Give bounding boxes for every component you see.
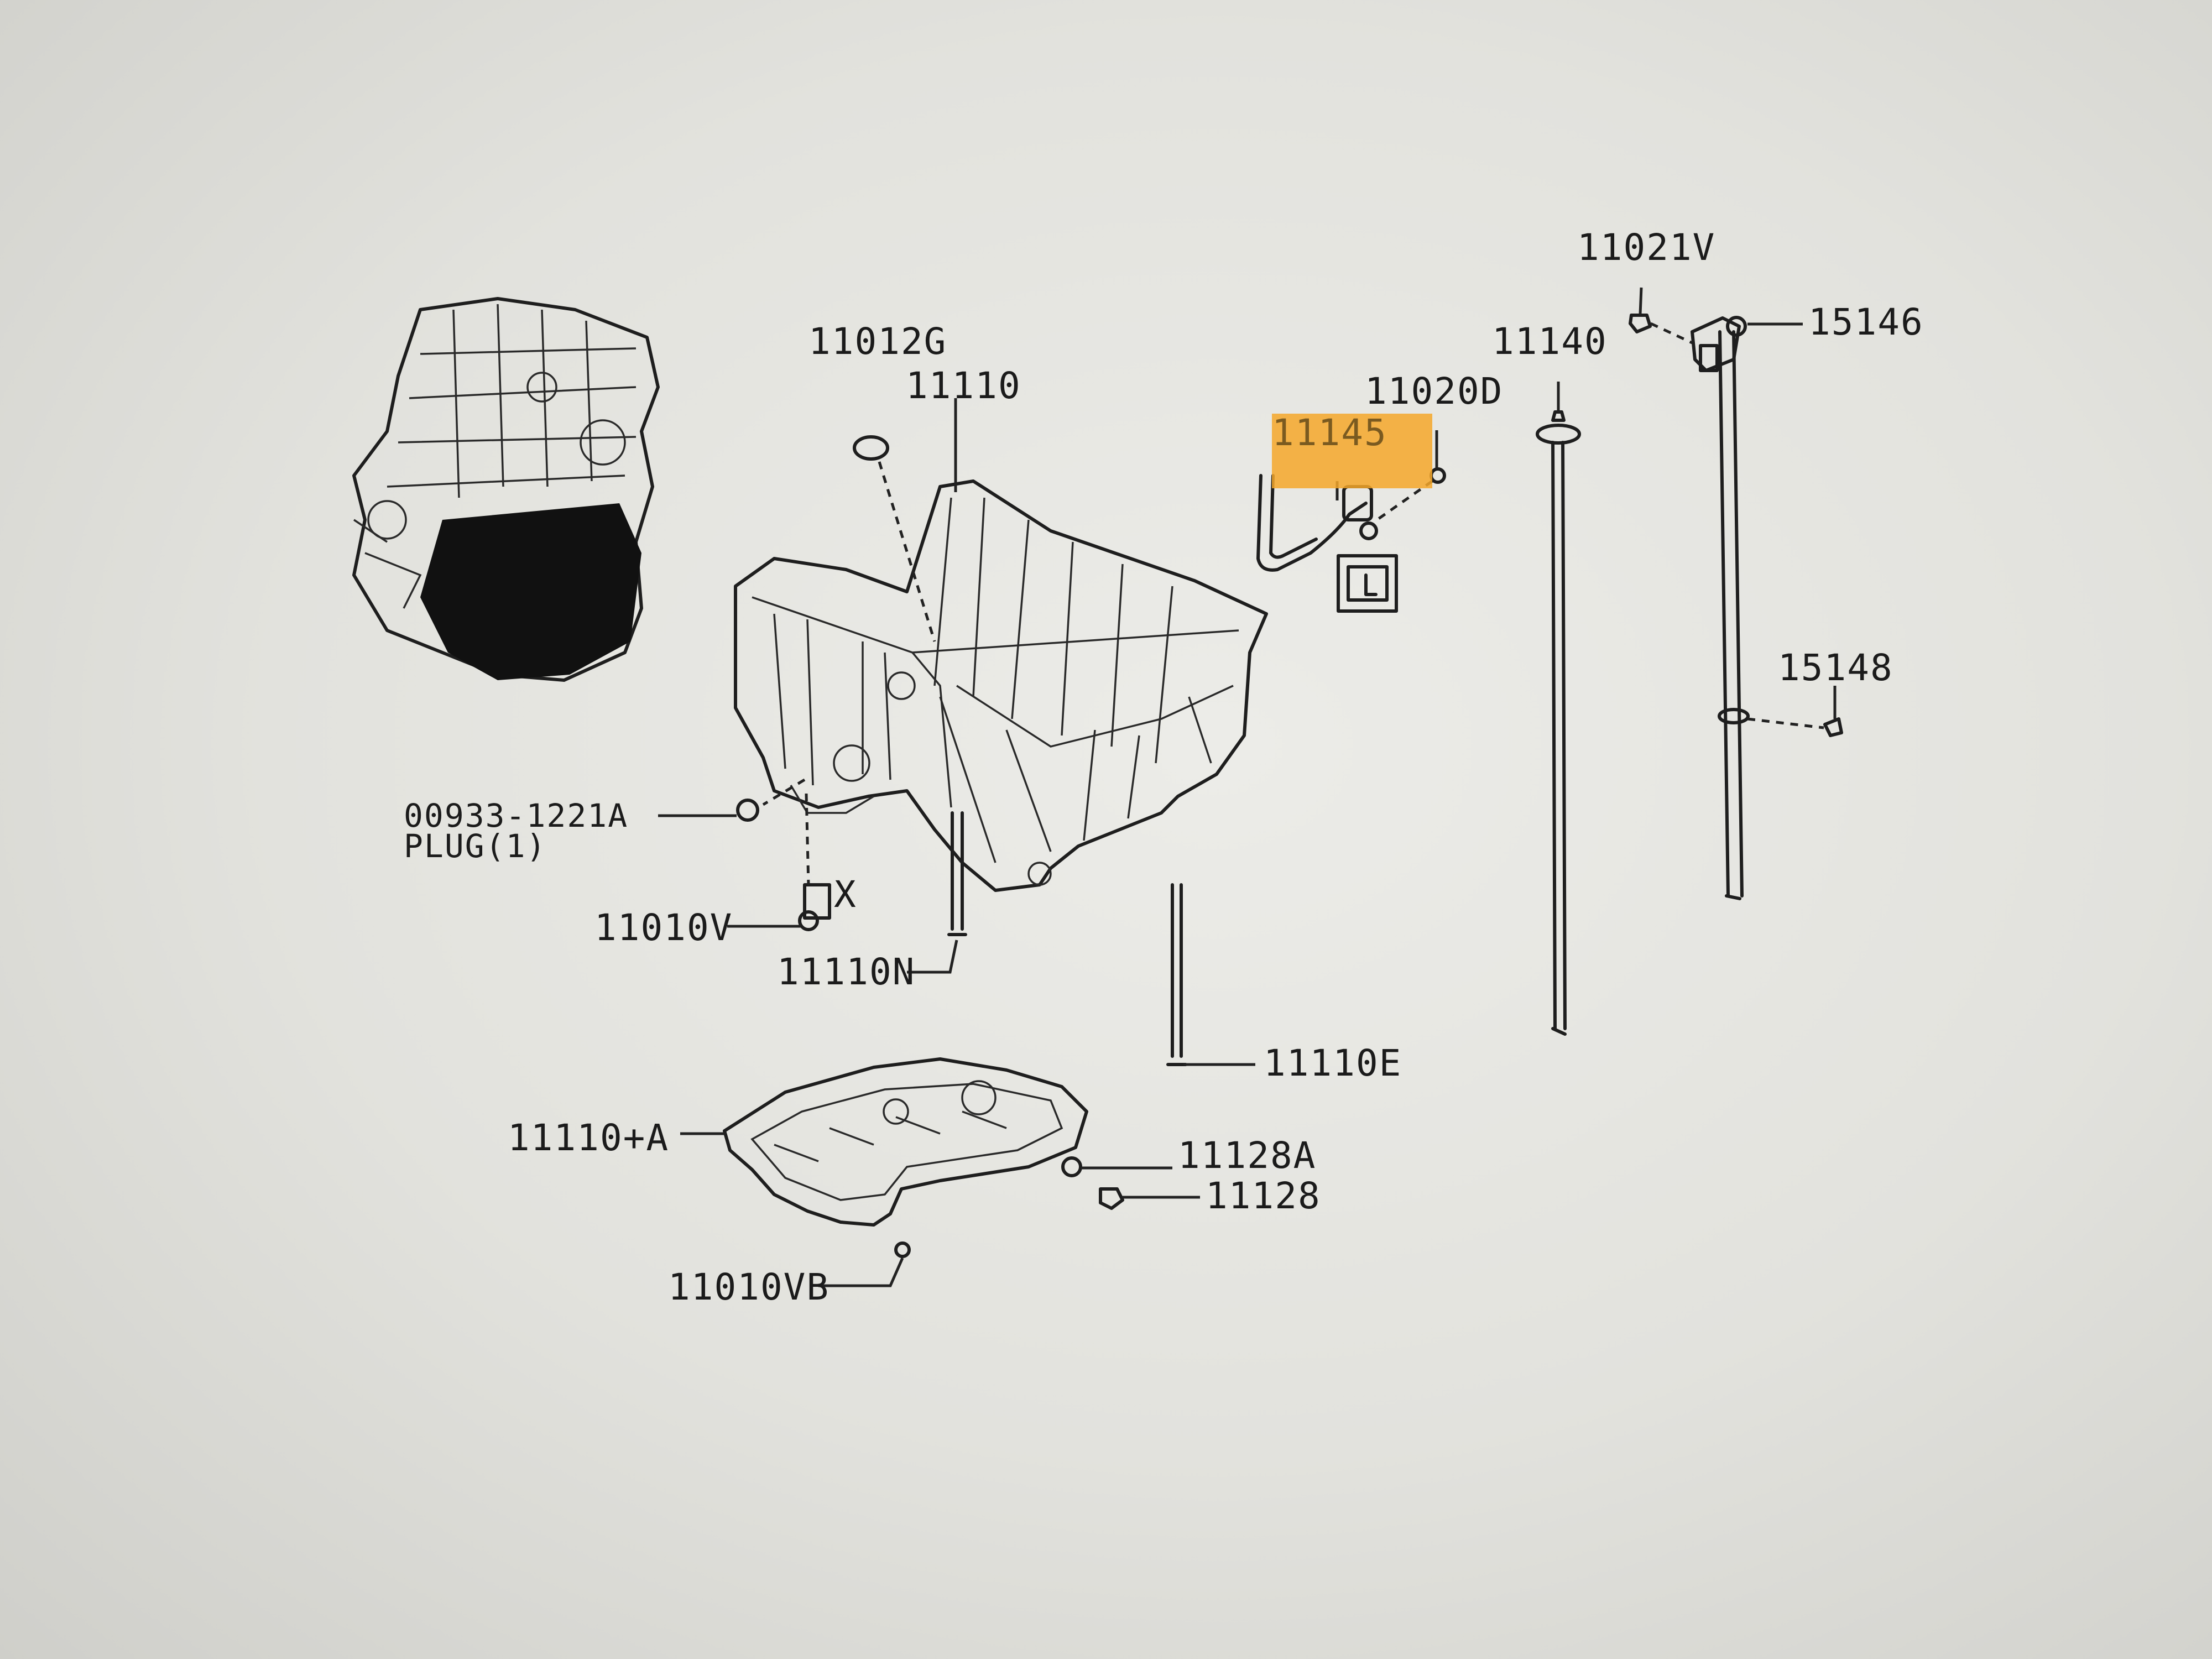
bolt-11021v-shape xyxy=(1629,314,1652,333)
label-11110: 11110 xyxy=(906,364,1021,407)
label-11145[interactable]: 11145 xyxy=(1272,411,1387,454)
label-11021v: 11021V xyxy=(1577,226,1715,269)
label-11128a: 11128A xyxy=(1178,1134,1316,1177)
label-11012g: 11012G xyxy=(808,320,947,363)
label-11140: 11140 xyxy=(1492,320,1608,363)
label-00933-1221a: 00933-1221A xyxy=(404,797,628,834)
label-plug-qty: PLUG(1) xyxy=(404,827,546,865)
highlight-11145 xyxy=(1272,414,1432,488)
leader-lines xyxy=(658,287,1837,1287)
label-15146: 15146 xyxy=(1808,301,1924,343)
bolt-11128a-shape xyxy=(1061,1156,1082,1177)
label-11110n: 11110N xyxy=(777,951,915,993)
engine-assembly-illustration xyxy=(352,297,660,682)
lower-oil-pan-illustration xyxy=(723,1057,1088,1227)
label-11020d: 11020D xyxy=(1365,370,1503,413)
label-11010v: 11010V xyxy=(594,906,733,949)
seal-11012g-shape xyxy=(853,435,889,461)
dipstick-11140-shape xyxy=(1536,410,1581,1036)
label-11010vb: 11010VB xyxy=(668,1266,830,1308)
label-11128: 11128 xyxy=(1206,1175,1321,1217)
bolt-11020d-shape xyxy=(1430,467,1446,484)
upper-oil-pan-illustration xyxy=(734,479,1268,892)
bolt-15148-shape xyxy=(1823,717,1843,737)
bolt-11110e-shape xyxy=(1166,883,1187,1066)
stud-11110n-shape xyxy=(947,811,967,936)
label-11110-a: 11110+A xyxy=(508,1117,669,1159)
bolt-11128-shape xyxy=(1099,1187,1124,1210)
label-15148: 15148 xyxy=(1778,646,1893,689)
label-11110e: 11110E xyxy=(1264,1042,1402,1084)
bolt-11010v-shape xyxy=(798,910,819,931)
plug-shape xyxy=(736,799,759,822)
guide-tube-15146-shape xyxy=(1691,316,1750,900)
fluid-sealant-symbol xyxy=(1337,554,1398,613)
breather-hose-shape xyxy=(1256,474,1368,572)
marker-x: X xyxy=(834,873,857,916)
bolt-11010vb-shape xyxy=(894,1241,911,1258)
